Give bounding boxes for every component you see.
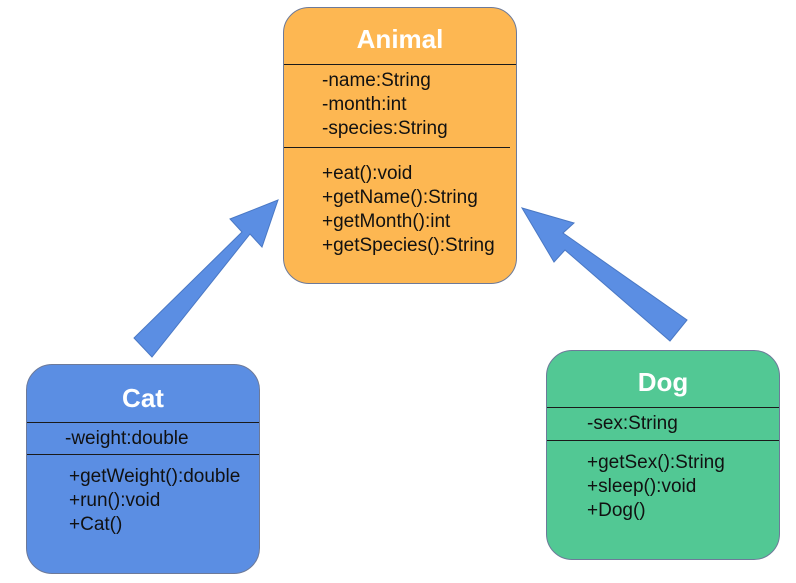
- class-box-dog[interactable]: Dog -sex:String +getSex():String +sleep(…: [546, 350, 780, 560]
- dog-method: +Dog(): [587, 500, 646, 521]
- dog-to-animal-arrow: [520, 207, 688, 342]
- animal-attribute: -name:String: [322, 70, 431, 91]
- animal-attribute: -species:String: [322, 118, 448, 139]
- class-box-cat[interactable]: Cat -weight:double +getWeight():double +…: [26, 364, 260, 574]
- class-box-animal[interactable]: Animal -name:String -month:int -species:…: [283, 7, 517, 284]
- dog-name-divider: [547, 407, 779, 408]
- animal-attribute: -month:int: [322, 94, 407, 115]
- class-name-animal: Animal: [356, 24, 444, 54]
- cat-name-divider: [27, 422, 259, 423]
- dog-attributes-divider: [547, 440, 779, 441]
- dog-method: +sleep():void: [587, 476, 697, 497]
- animal-name-divider: [284, 64, 516, 65]
- animal-method: +eat():void: [322, 163, 413, 184]
- cat-method: +run():void: [69, 490, 161, 511]
- class-name-dog: Dog: [637, 367, 689, 397]
- cat-to-animal-arrow: [133, 199, 279, 358]
- cat-method: +getWeight():double: [69, 466, 241, 487]
- animal-method: +getSpecies():String: [322, 235, 495, 256]
- animal-method: +getMonth():int: [322, 211, 451, 232]
- animal-attributes-divider: [284, 147, 510, 148]
- cat-attribute: -weight:double: [65, 428, 189, 449]
- dog-method: +getSex():String: [587, 452, 725, 473]
- cat-attributes-divider: [27, 454, 259, 455]
- dog-attribute: -sex:String: [587, 413, 678, 434]
- cat-method: +Cat(): [69, 514, 123, 535]
- animal-method: +getName():String: [322, 187, 478, 208]
- class-name-cat: Cat: [122, 383, 164, 413]
